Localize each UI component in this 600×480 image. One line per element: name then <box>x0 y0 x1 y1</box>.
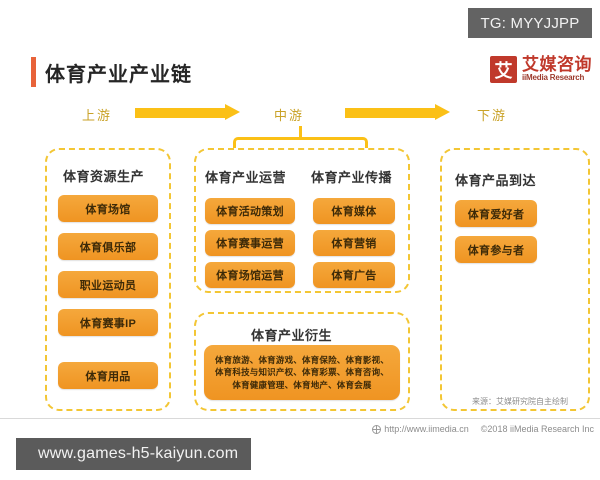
chip-right-1[interactable]: 体育参与者 <box>455 236 537 263</box>
flow-label-downstream: 下游 <box>477 108 508 123</box>
arrow-right-icon-upstream-to-midstream <box>135 104 240 121</box>
panel-mid-communication-title: 体育产业传播 <box>311 170 393 185</box>
brand-logo: 艾 艾媒咨询 iiMedia Research <box>490 56 592 83</box>
brand-mark-icon: 艾 <box>490 56 517 83</box>
chip-mid-operation-0[interactable]: 体育活动策划 <box>205 198 295 224</box>
chip-right-0[interactable]: 体育爱好者 <box>455 200 537 227</box>
bracket-stem <box>299 126 302 139</box>
flow-label-upstream: 上游 <box>82 108 113 123</box>
chip-mid-communication-1[interactable]: 体育营销 <box>313 230 395 256</box>
footer: http://www.iimedia.cn ©2018 iiMedia Rese… <box>372 424 594 434</box>
telegram-watermark-banner: TG: MYYJJPP <box>468 8 592 38</box>
chip-mid-communication-0[interactable]: 体育媒体 <box>313 198 395 224</box>
panel-derivatives-title: 体育产业衍生 <box>251 328 333 343</box>
midstream-bracket <box>233 137 368 149</box>
source-note: 来源：艾媒研究院自主绘制 <box>472 397 568 406</box>
chip-derivatives-body[interactable]: 体育旅游、体育游戏、体育保险、体育影视、体育科技与知识产权、体育彩票、体育咨询、… <box>204 345 400 400</box>
footer-url-label: http://www.iimedia.cn <box>384 424 469 434</box>
brand-name-cn: 艾媒咨询 <box>522 55 592 75</box>
arrow-right-icon-midstream-to-downstream <box>345 104 450 121</box>
title-accent-bar <box>31 57 36 87</box>
flow-label-midstream: 中游 <box>274 108 305 123</box>
chip-left-2[interactable]: 职业运动员 <box>58 271 158 298</box>
chip-mid-operation-2[interactable]: 体育场馆运营 <box>205 262 295 288</box>
chip-left-1[interactable]: 体育俱乐部 <box>58 233 158 260</box>
site-watermark-banner: www.games-h5-kaiyun.com <box>16 438 251 470</box>
chip-left-0[interactable]: 体育场馆 <box>58 195 158 222</box>
globe-icon <box>372 424 382 434</box>
brand-text: 艾媒咨询 iiMedia Research <box>522 56 592 82</box>
footer-copyright: ©2018 iiMedia Research Inc <box>480 424 594 434</box>
chip-left-3[interactable]: 体育赛事IP <box>58 309 158 336</box>
chip-mid-operation-1[interactable]: 体育赛事运营 <box>205 230 295 256</box>
panel-left-title: 体育资源生产 <box>63 169 145 184</box>
chip-left-4[interactable]: 体育用品 <box>58 362 158 389</box>
panel-right-title: 体育产品到达 <box>455 173 537 188</box>
footer-divider <box>0 418 600 419</box>
panel-mid-operation-title: 体育产业运营 <box>205 170 287 185</box>
panel-sports-product-arrival <box>440 148 590 411</box>
brand-name-en: iiMedia Research <box>522 73 585 83</box>
telegram-watermark-label: TG: MYYJJPP <box>480 14 580 32</box>
site-watermark-label: www.games-h5-kaiyun.com <box>38 445 239 462</box>
page-title: 体育产业产业链 <box>45 64 192 86</box>
footer-url-link[interactable]: http://www.iimedia.cn <box>372 424 469 434</box>
chip-mid-communication-2[interactable]: 体育广告 <box>313 262 395 288</box>
